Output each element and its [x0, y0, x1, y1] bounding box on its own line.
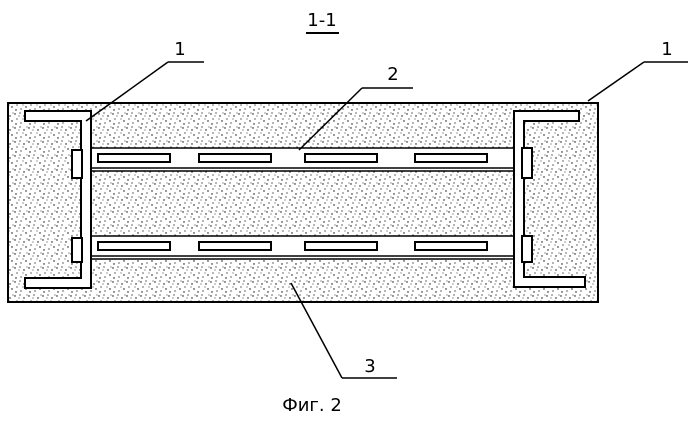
- slot: [305, 242, 377, 250]
- slot: [199, 242, 271, 250]
- slot: [98, 242, 170, 250]
- slot: [415, 154, 487, 162]
- slot: [415, 242, 487, 250]
- callout-2-text: 2: [387, 64, 398, 85]
- concrete-block: [8, 103, 598, 302]
- callout-1-right-text: 1: [661, 39, 672, 60]
- callout-3-text: 3: [364, 356, 375, 377]
- slot: [305, 154, 377, 162]
- slot: [98, 154, 170, 162]
- section-label: 1-1: [307, 10, 336, 31]
- callout-right-profile: 1: [588, 39, 688, 101]
- callout-1-left-text: 1: [174, 39, 185, 60]
- slot: [199, 154, 271, 162]
- figure-caption: Фиг. 2: [282, 395, 342, 416]
